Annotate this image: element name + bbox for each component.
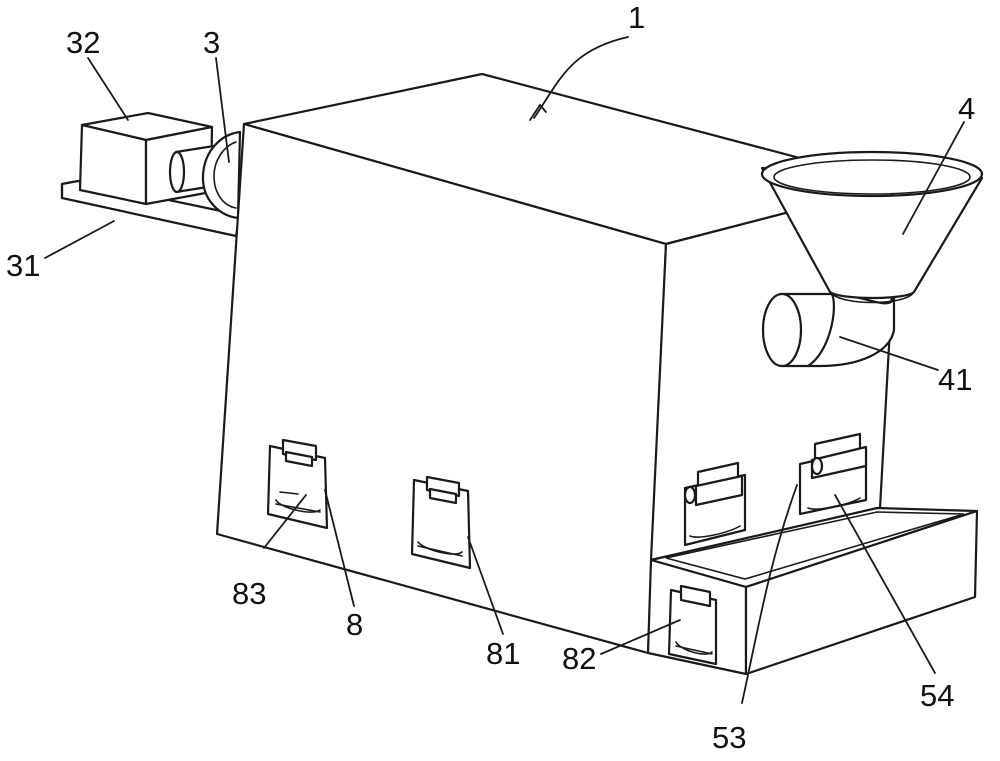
door-latch-drawer	[667, 584, 718, 666]
label-81: 81	[486, 636, 520, 671]
door-latch-left	[266, 438, 329, 530]
door-latch-side-left	[683, 461, 747, 547]
label-53: 53	[712, 720, 746, 755]
coupling	[201, 130, 242, 220]
label-8: 8	[346, 607, 363, 642]
label-32: 32	[66, 25, 100, 60]
label-54: 54	[920, 678, 954, 713]
leader-lines	[44, 36, 965, 704]
label-83: 83	[232, 576, 266, 611]
label-1: 1	[628, 0, 645, 35]
label-82: 82	[562, 641, 596, 676]
door-latch-middle	[410, 475, 472, 570]
label-31: 31	[6, 248, 40, 283]
label-41: 41	[938, 362, 972, 397]
door-latch-side-right	[798, 432, 868, 516]
hopper	[760, 150, 984, 304]
inlet-pipe	[761, 292, 896, 368]
label-3: 3	[203, 25, 220, 60]
reference-labels: 1 32 3 4 31 41 83 8 81 82 54 53	[6, 0, 975, 755]
label-4: 4	[958, 91, 975, 126]
